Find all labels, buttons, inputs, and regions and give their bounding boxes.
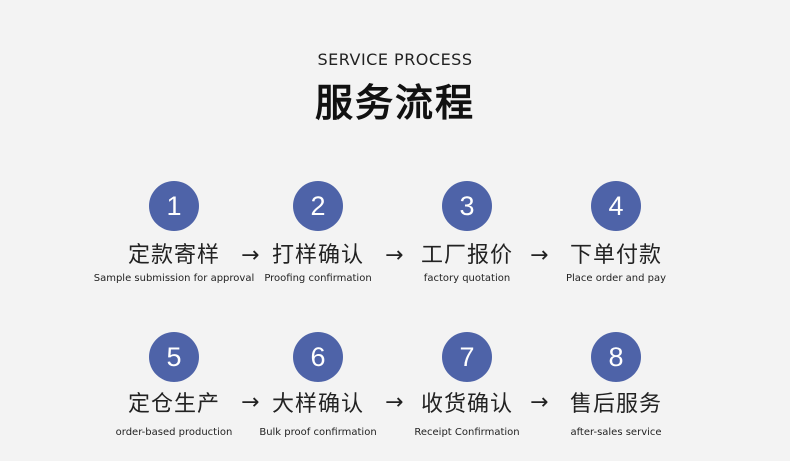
process-step-4: 4 下单付款 Place order and pay	[521, 181, 711, 286]
step-number-badge: 2	[293, 181, 343, 231]
step-title-en: Place order and pay	[566, 273, 666, 284]
step-title-en: order-based production	[115, 427, 233, 438]
arrow-right-icon: →	[530, 243, 549, 268]
step-number-badge: 8	[591, 332, 641, 382]
step-number-badge: 6	[293, 332, 343, 382]
step-number-badge: 1	[149, 181, 199, 231]
step-number-badge: 7	[442, 332, 492, 382]
step-title-en: after-sales service	[570, 427, 662, 438]
step-title-en: Bulk proof confirmation	[259, 427, 377, 438]
arrow-right-icon: →	[385, 390, 404, 415]
step-title-cn: 定款寄样	[127, 243, 220, 268]
step-title-cn: 定仓生产	[127, 392, 220, 417]
step-number-badge: 3	[442, 181, 492, 231]
step-title-en: Proofing confirmation	[264, 273, 372, 284]
step-title-en: Sample submission for approval	[93, 273, 255, 284]
step-number-badge: 5	[149, 332, 199, 382]
arrow-right-icon: →	[241, 390, 260, 415]
process-step-5: 5 定仓生产 order-based production	[79, 332, 269, 440]
process-step-7: 7 收货确认 Receipt Confirmation	[372, 332, 562, 440]
arrow-right-icon: →	[530, 390, 549, 415]
process-step-8: 8 售后服务 after-sales service	[521, 332, 711, 440]
step-title-en: Receipt Confirmation	[414, 427, 520, 438]
step-title-cn: 大样确认	[271, 392, 364, 417]
process-step-2: 2 打样确认 Proofing confirmation	[223, 181, 413, 286]
section-subtitle: SERVICE PROCESS	[317, 50, 473, 69]
step-title-en: factory quotation	[423, 273, 511, 284]
process-step-1: 1 定款寄样 Sample submission for approval	[79, 181, 269, 286]
step-title-cn: 下单付款	[569, 243, 662, 268]
step-number-badge: 4	[591, 181, 641, 231]
step-title-cn: 工厂报价	[420, 243, 513, 268]
page-title: 服务流程	[314, 81, 475, 125]
step-title-cn: 打样确认	[271, 243, 364, 268]
arrow-right-icon: →	[385, 243, 404, 268]
process-step-6: 6 大样确认 Bulk proof confirmation	[223, 332, 413, 440]
process-step-3: 3 工厂报价 factory quotation	[372, 181, 562, 286]
arrow-right-icon: →	[241, 243, 260, 268]
step-title-cn: 售后服务	[569, 392, 662, 417]
step-title-cn: 收货确认	[420, 392, 513, 417]
